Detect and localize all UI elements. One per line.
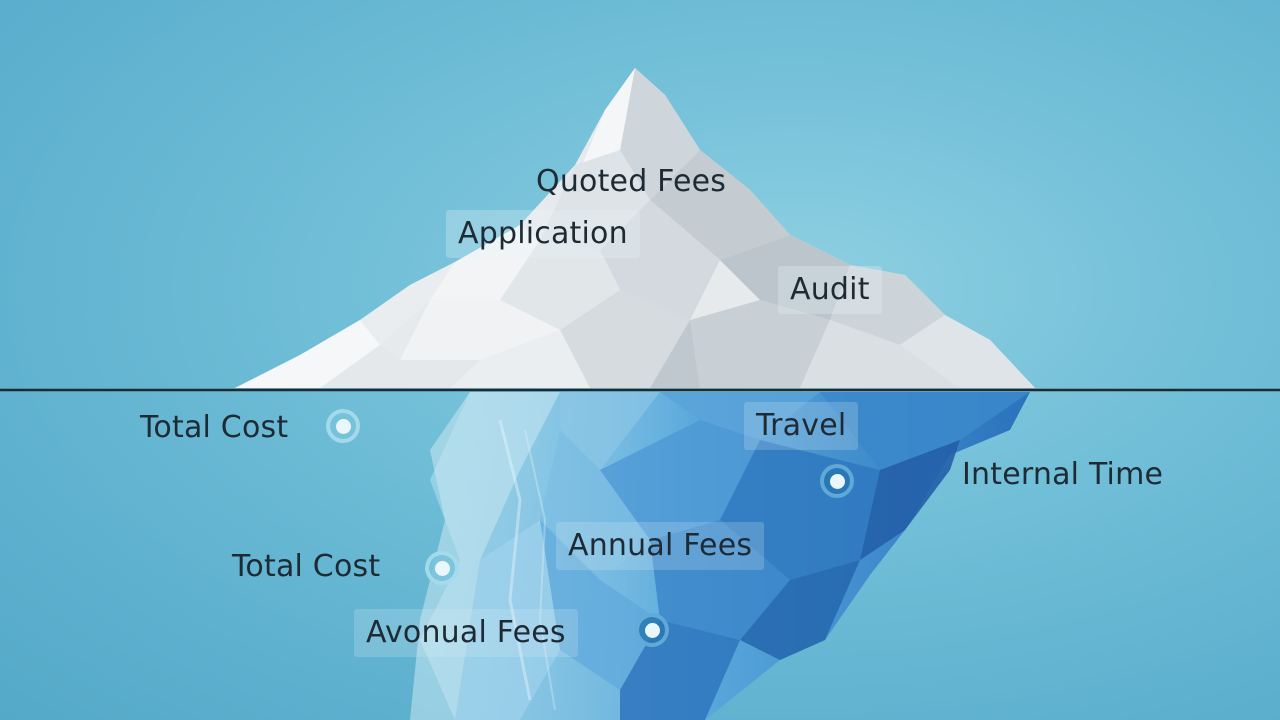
label-total-cost-2: Total Cost	[232, 549, 381, 584]
marker-dot-total-cost-2	[425, 551, 459, 585]
label-audit: Audit	[778, 266, 882, 314]
iceberg-underwater	[410, 392, 1030, 720]
marker-dot-total-cost-1	[326, 409, 360, 443]
iceberg-tip	[235, 68, 1035, 388]
label-travel: Travel	[744, 402, 859, 450]
marker-dot-avonual-fees	[635, 613, 669, 647]
label-annual-fees: Annual Fees	[556, 522, 765, 570]
label-total-cost-1: Total Cost	[140, 410, 289, 445]
marker-dot-internal-time	[820, 464, 854, 498]
label-avonual-fees: Avonual Fees	[354, 609, 578, 657]
label-quoted-fees: Quoted Fees	[536, 164, 727, 199]
label-application: Application	[446, 210, 640, 258]
label-internal-time: Internal Time	[962, 457, 1164, 492]
